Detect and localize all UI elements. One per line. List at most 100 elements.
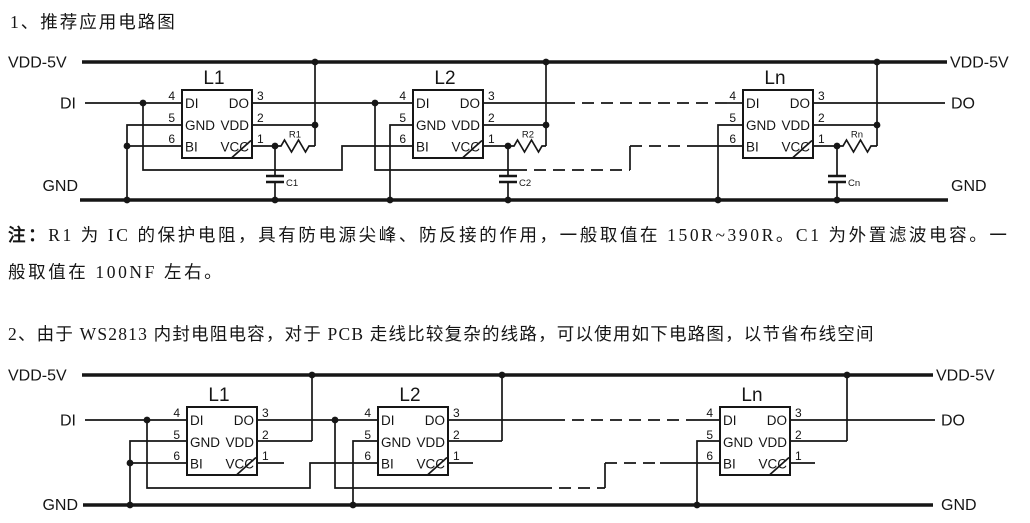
junction-dot xyxy=(311,58,319,66)
junction-dot xyxy=(498,371,506,379)
pin-name-label: GND xyxy=(185,118,215,133)
pin-number: 5 xyxy=(399,111,406,125)
ic-corner-slash xyxy=(427,456,448,476)
note-line2: 般取值在 100NF 左右。 xyxy=(8,262,225,282)
ic-box xyxy=(186,406,258,476)
pin-name-label: BI xyxy=(723,457,736,472)
wire xyxy=(717,124,743,200)
pin-name-label: VCC xyxy=(220,140,249,155)
ic-box xyxy=(742,89,814,159)
pin-name-label: VCC xyxy=(416,457,445,472)
pin-name-label: BI xyxy=(190,457,203,472)
pin-name-label: DI xyxy=(185,96,199,111)
gnd-rail-label-left: GND xyxy=(42,178,78,195)
junction-dot xyxy=(349,501,357,509)
ic-box xyxy=(181,89,253,159)
pin-name-label: GND xyxy=(381,435,411,450)
wire xyxy=(275,138,315,154)
pin-number: 2 xyxy=(795,428,802,442)
ic-box xyxy=(377,406,449,476)
pin-number: 4 xyxy=(364,406,371,420)
pin-name-label: VDD xyxy=(225,435,254,450)
junction-dot xyxy=(143,416,151,424)
wire xyxy=(142,103,413,171)
pin-number: 6 xyxy=(399,132,406,146)
pin-name-label: DI xyxy=(416,96,430,111)
pin-name-label: BI xyxy=(746,140,759,155)
pin-number: 6 xyxy=(364,449,371,463)
gnd-rail-label-right: GND xyxy=(941,497,977,514)
pin-number: 2 xyxy=(488,111,495,125)
di-input-label: DI xyxy=(60,96,76,113)
pin-name-label: VCC xyxy=(781,140,810,155)
section2-heading: 2、由于 WS2813 内封电阻电容，对于 PCB 走线比较复杂的线路，可以使用… xyxy=(8,324,875,344)
pin-number: 4 xyxy=(168,89,175,103)
pin-number: 3 xyxy=(262,406,269,420)
pin-name-label: DI xyxy=(190,413,204,428)
pin-number: 4 xyxy=(706,406,713,420)
ic-box xyxy=(412,89,484,159)
pin-name-label: VDD xyxy=(781,118,810,133)
pin-number: 6 xyxy=(168,132,175,146)
pin-number: 2 xyxy=(818,111,825,125)
pin-number: 3 xyxy=(453,406,460,420)
pin-name-label: GND xyxy=(190,435,220,450)
pin-number: 1 xyxy=(257,132,264,146)
pin-name-label: VDD xyxy=(416,435,445,450)
wire xyxy=(508,138,546,154)
junction-dot xyxy=(386,196,394,204)
ic-name-label: L1 xyxy=(203,68,224,89)
wire xyxy=(374,103,515,171)
capacitor-label: C1 xyxy=(286,178,298,189)
wire xyxy=(352,440,378,505)
pin-number: 3 xyxy=(257,89,264,103)
pin-number: 1 xyxy=(453,449,460,463)
pin-name-label: DO xyxy=(229,96,249,111)
ic-corner-slash xyxy=(462,139,483,159)
pin-number: 5 xyxy=(706,428,713,442)
vdd-rail-label-right: VDD-5V xyxy=(936,368,995,385)
pin-name-label: GND xyxy=(416,118,446,133)
pin-number: 1 xyxy=(262,449,269,463)
wire xyxy=(129,440,187,505)
pin-name-label: GND xyxy=(723,435,753,450)
pin-number: 1 xyxy=(795,449,802,463)
wire xyxy=(389,124,413,200)
junction-dot xyxy=(833,142,841,150)
pin-name-label: DO xyxy=(460,96,480,111)
pin-number: 3 xyxy=(795,406,802,420)
resistor-label: Rn xyxy=(851,130,863,141)
wire xyxy=(126,124,182,200)
junction-dot xyxy=(126,501,134,509)
ic-corner-slash xyxy=(792,139,813,159)
junction-dot xyxy=(123,196,131,204)
pin-number: 1 xyxy=(818,132,825,146)
ic-box xyxy=(719,406,791,476)
junction-dot xyxy=(311,121,319,129)
pin-number: 1 xyxy=(488,132,495,146)
gnd-rail-label-right: GND xyxy=(951,178,987,195)
pin-name-label: GND xyxy=(746,118,776,133)
pin-name-label: VDD xyxy=(451,118,480,133)
pin-number: 5 xyxy=(168,111,175,125)
junction-dot xyxy=(139,99,147,107)
pin-number: 5 xyxy=(173,428,180,442)
junction-dot xyxy=(873,121,881,129)
ic-corner-slash xyxy=(231,139,252,159)
pin-number: 6 xyxy=(706,449,713,463)
junction-dot xyxy=(308,371,316,379)
do-output-label: DO xyxy=(951,96,975,113)
pin-name-label: VDD xyxy=(220,118,249,133)
wire xyxy=(146,420,378,489)
junction-dot xyxy=(271,196,279,204)
ic-name-label: Ln xyxy=(741,385,762,406)
pin-name-label: DI xyxy=(381,413,395,428)
pin-name-label: VCC xyxy=(225,457,254,472)
pin-name-label: BI xyxy=(381,457,394,472)
capacitor-label: C2 xyxy=(519,178,531,189)
junction-dot xyxy=(504,196,512,204)
ic-name-label: L2 xyxy=(434,68,455,89)
pin-name-label: VCC xyxy=(451,140,480,155)
pin-number: 3 xyxy=(488,89,495,103)
